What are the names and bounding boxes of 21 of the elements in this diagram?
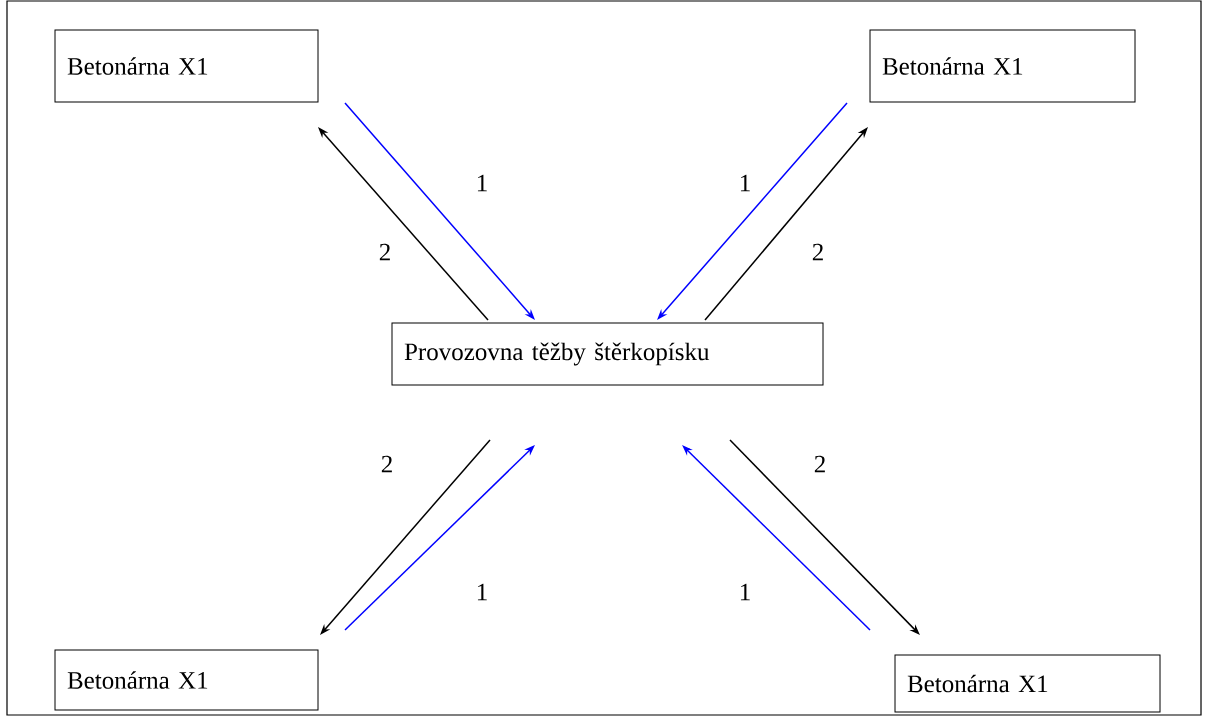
edge-label: 2: [381, 455, 392, 473]
arrow: [704, 127, 868, 321]
edge-label: 2: [812, 243, 823, 261]
edge-label: 1: [740, 174, 750, 192]
box: Betonárna X1: [54, 649, 319, 711]
edge-label: 1: [477, 174, 487, 192]
edge-label: 2: [379, 243, 390, 261]
edge-label: 2: [814, 455, 825, 473]
arrow: [657, 102, 848, 320]
arrow: [318, 127, 489, 321]
edge-label: 1: [740, 583, 750, 601]
arrow: [729, 439, 920, 635]
edge-label: 1: [477, 583, 487, 601]
box: Betonárna X1: [869, 29, 1136, 103]
arrow: [344, 102, 535, 320]
arrow: [344, 445, 535, 631]
box: Betonárna X1: [894, 654, 1161, 713]
arrow: [320, 439, 491, 635]
arrow: [682, 445, 871, 631]
box: Provozovna těžby štěrkopísku: [391, 322, 824, 386]
box: Betonárna X1: [54, 29, 319, 103]
